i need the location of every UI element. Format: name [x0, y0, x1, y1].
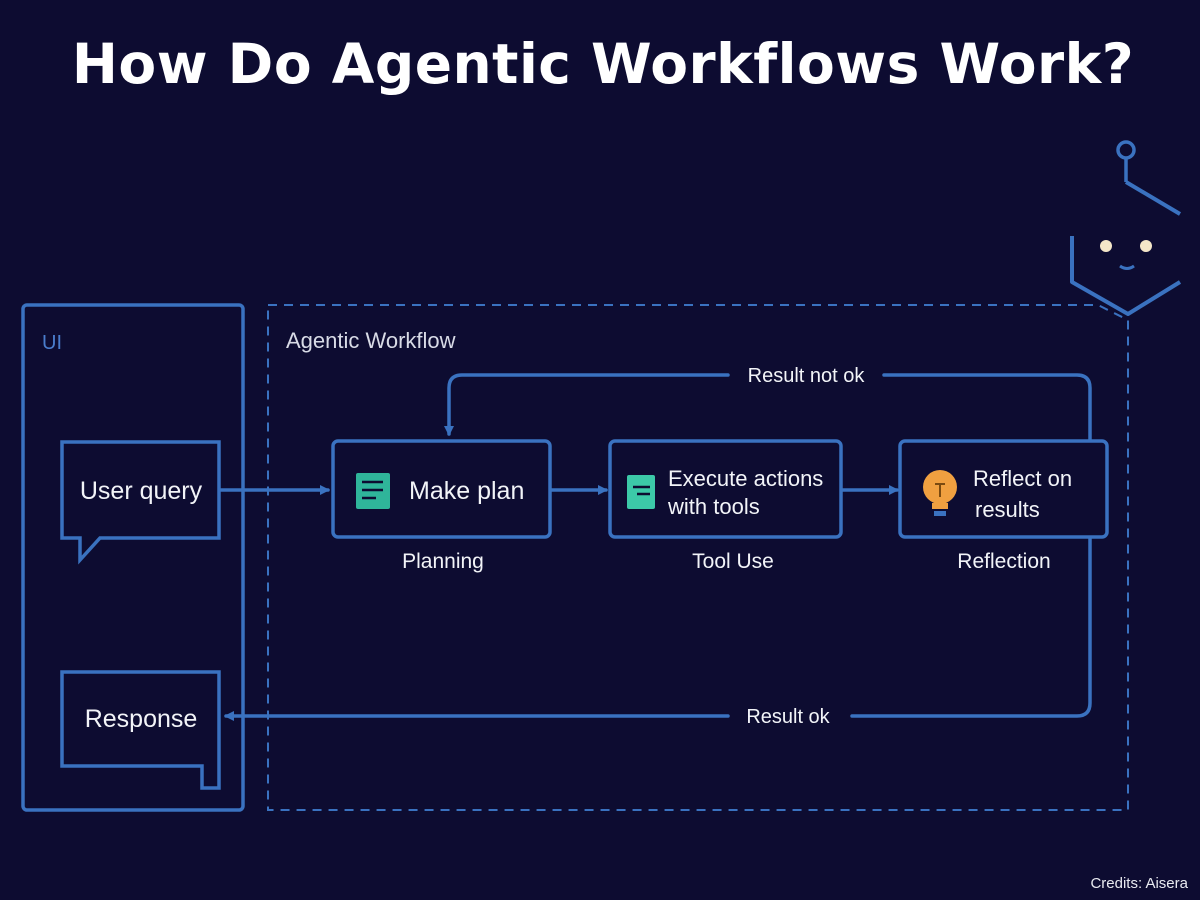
return-line-right	[850, 536, 1092, 718]
lightbulb-icon	[923, 470, 957, 516]
ui-panel-label: UI	[42, 332, 62, 354]
arrow-result-not-ok	[444, 373, 730, 436]
document-icon	[356, 473, 390, 509]
step-planning-caption: Planning	[402, 550, 484, 573]
step-reflect-label-line2: results	[975, 497, 1040, 522]
step-make-plan	[331, 439, 552, 539]
step-reflect-label-line1: Reflect on	[973, 466, 1072, 491]
ui-panel	[21, 303, 245, 812]
agentic-workflow-label: Agentic Workflow	[286, 328, 456, 353]
step-make-plan-label: Make plan	[409, 477, 524, 505]
credit-text: Credits: Aisera	[1090, 875, 1188, 892]
step-tool-use-caption: Tool Use	[692, 550, 774, 573]
loop-line-right	[882, 373, 1092, 442]
step-reflect	[898, 439, 1109, 539]
user-query-label: User query	[80, 477, 203, 505]
tool-card-icon	[627, 475, 655, 509]
result-ok-label: Result ok	[746, 706, 830, 728]
step-execute-label-line2: with tools	[667, 494, 760, 519]
result-not-ok-label: Result not ok	[748, 365, 866, 387]
response-bubble	[60, 670, 221, 790]
page-title: How Do Agentic Workflows Work?	[71, 32, 1135, 96]
step-reflection-caption: Reflection	[957, 550, 1050, 573]
agentic-workflow-container	[267, 304, 1129, 811]
step-execute-label-line1: Execute actions	[668, 466, 823, 491]
user-query-bubble	[60, 440, 221, 565]
step-execute-actions	[608, 439, 843, 539]
robot-hexagon-icon	[1070, 140, 1182, 316]
response-label: Response	[85, 705, 198, 733]
